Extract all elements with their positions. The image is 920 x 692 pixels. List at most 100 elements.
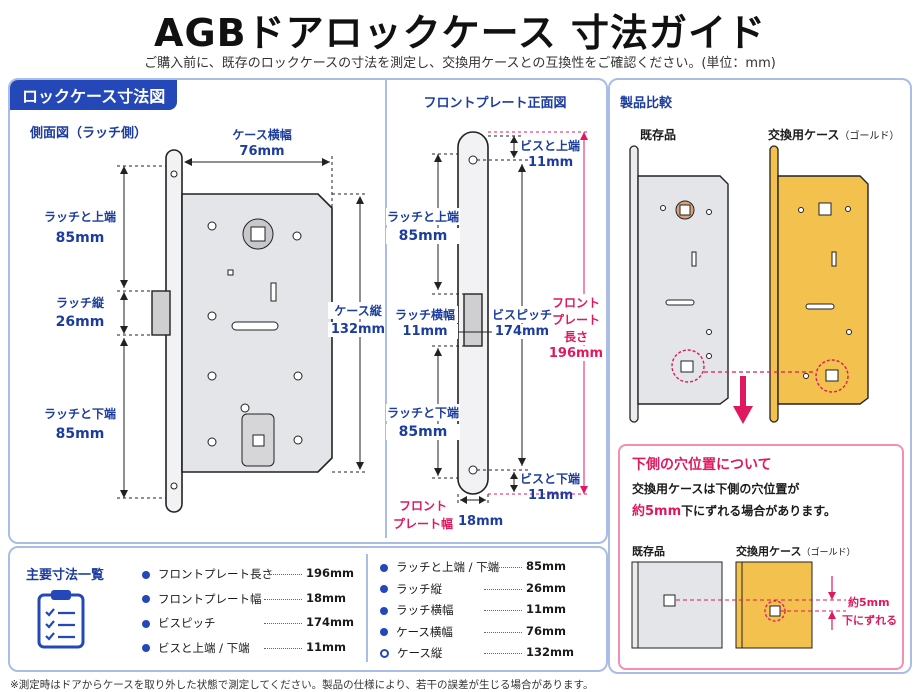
front-latch-top-value: 85mm xyxy=(386,228,460,244)
spindle-hole xyxy=(250,226,266,242)
summary-row-value: 174mm xyxy=(306,615,354,629)
screw-top-value: 11mm xyxy=(528,155,574,170)
front-latch-bottom-value: 85mm xyxy=(386,424,460,440)
bullet-icon xyxy=(142,595,150,603)
case-width-value: 76mm xyxy=(239,144,285,159)
bullet-icon xyxy=(142,644,150,652)
bullet-icon xyxy=(142,570,150,579)
note-diagram xyxy=(631,561,846,649)
plate-width-label-2: プレート幅 xyxy=(392,517,453,531)
leader-dots xyxy=(484,653,522,654)
latch-top-value: 85mm xyxy=(55,230,105,246)
latch-width-value: 11mm xyxy=(392,324,458,339)
summary-row-value: 76mm xyxy=(526,623,566,638)
summary-row-label: ビスと上端 / 下端 xyxy=(158,640,250,655)
front-view-diagram xyxy=(432,131,590,506)
plate-width-value: 18mm xyxy=(458,514,504,529)
summary-row-value: 18mm xyxy=(306,590,346,605)
latch xyxy=(151,290,171,336)
leader-dots xyxy=(484,588,522,590)
shift-label-2: 下にずれる xyxy=(842,614,898,627)
summary-row-value: 196mm xyxy=(306,566,354,580)
note-replacement-label: 交換用ケース（ゴールド） xyxy=(736,545,856,558)
leader-dots xyxy=(264,574,302,575)
screw-pitch-value: 174mm xyxy=(492,324,552,339)
leader-dots xyxy=(264,598,302,600)
summary-row-label: ラッチ縦 xyxy=(396,581,442,596)
summary-row-value: 132mm xyxy=(526,645,574,659)
summary-row-label: ビスピッチ xyxy=(158,616,216,630)
latch-height-label: ラッチ縦 xyxy=(55,296,104,310)
leader-dots xyxy=(484,610,522,611)
front-view-title: フロントプレート正面図 xyxy=(423,96,567,111)
case-height-label: ケース縦 xyxy=(328,302,388,319)
screw-pitch-label: ビスピッチ xyxy=(492,306,553,323)
plate-screw-bottom xyxy=(170,482,178,490)
screw-bottom-value: 11mm xyxy=(528,488,574,503)
summary-row-label: ケース縦 xyxy=(397,646,443,660)
screw-top-label: ビスと上端 xyxy=(520,139,581,153)
summary-row-label: フロントプレート長さ xyxy=(158,567,273,581)
plate-length-value: 196mm xyxy=(548,346,604,361)
summary-row: ビスと上端 / 下端 11mm xyxy=(142,640,366,656)
page-subtitle: ご購入前に、既存のロックケースの寸法を測定し、交換用ケースとの互換性をご確認くだ… xyxy=(144,56,776,71)
plate-width-label-1: フロント xyxy=(398,499,447,513)
summary-divider xyxy=(366,554,368,662)
compare-diagram xyxy=(629,145,869,424)
panel-divider xyxy=(385,80,387,538)
leader-dots xyxy=(484,631,522,633)
summary-row-value: 26mm xyxy=(526,580,566,595)
footnote: ※測定時はドアからケースを取り外した状態で測定してください。製品の仕様により、若… xyxy=(10,679,594,691)
latch-bottom-value: 85mm xyxy=(55,426,105,442)
leader-dots xyxy=(484,567,522,568)
summary-row: ケース縦 132mm xyxy=(380,645,586,661)
plate-length-label-3: 長さ xyxy=(552,328,600,345)
front-latch-top-label: ラッチと上端 xyxy=(386,208,460,225)
note-existing-label: 既存品 xyxy=(632,545,665,558)
note-title: 下側の穴位置について xyxy=(632,457,772,473)
bullet-icon xyxy=(380,606,388,615)
case-body xyxy=(181,193,333,473)
summary-row-value: 11mm xyxy=(526,602,566,616)
case-width-label: ケース横幅 xyxy=(232,128,292,142)
latch-top-label: ラッチと上端 xyxy=(43,210,116,224)
compare-title: 製品比較 xyxy=(620,96,673,111)
side-view-diagram xyxy=(117,149,366,513)
summary-row: フロントプレート長さ 196mm xyxy=(142,566,366,582)
dimension-panel-header: ロックケース寸法図 xyxy=(10,80,178,110)
note-line-1: 交換用ケースは下側の穴位置が xyxy=(632,482,800,496)
plate-length-label-2: プレート xyxy=(552,311,601,328)
page-title: AGBドアロックケース 寸法ガイド xyxy=(154,11,766,55)
summary-row-label: ケース横幅 xyxy=(396,624,453,639)
latch-height-value: 26mm xyxy=(55,314,105,330)
bullet-icon xyxy=(380,628,388,636)
summary-row: ラッチ縦 26mm xyxy=(380,581,586,597)
side-view-title: 側面図（ラッチ側） xyxy=(30,126,148,141)
summary-row-value: 11mm xyxy=(306,639,346,654)
screw-bottom-label: ビスと下端 xyxy=(520,472,581,486)
bullet-icon xyxy=(380,585,388,593)
front-latch-bottom-label: ラッチと下端 xyxy=(386,404,460,421)
summary-row: ケース横幅 76mm xyxy=(380,624,586,640)
summary-row-value: 85mm xyxy=(526,559,566,573)
bullet-icon xyxy=(380,563,388,572)
latch-face xyxy=(463,293,483,347)
plate-length-label-1: フロント xyxy=(552,294,601,311)
latch-bottom-label: ラッチと下端 xyxy=(43,407,116,421)
shift-label-1: 約5mm xyxy=(848,596,890,609)
bullet-icon xyxy=(380,649,389,658)
compare-replacement-label: 交換用ケース（ゴールド） xyxy=(768,128,900,142)
summary-row-label: フロントプレート幅 xyxy=(158,591,262,606)
summary-row: フロントプレート幅 18mm xyxy=(142,591,366,607)
summary-row-label: ラッチ横幅 xyxy=(396,603,454,617)
summary-title: 主要寸法一覧 xyxy=(26,568,105,583)
summary-row: ラッチ横幅 11mm xyxy=(380,602,586,618)
compare-existing-label: 既存品 xyxy=(640,128,677,142)
clipboard-icon xyxy=(37,590,85,649)
note-line-2: 約5mm下にずれる場合があります。 xyxy=(632,504,837,519)
leader-dots xyxy=(264,647,302,649)
summary-row-label: ラッチと上端 / 下端 xyxy=(396,560,500,574)
summary-row: ビスピッチ 174mm xyxy=(142,615,366,631)
summary-row: ラッチと上端 / 下端 85mm xyxy=(380,559,586,575)
bullet-icon xyxy=(142,619,150,628)
